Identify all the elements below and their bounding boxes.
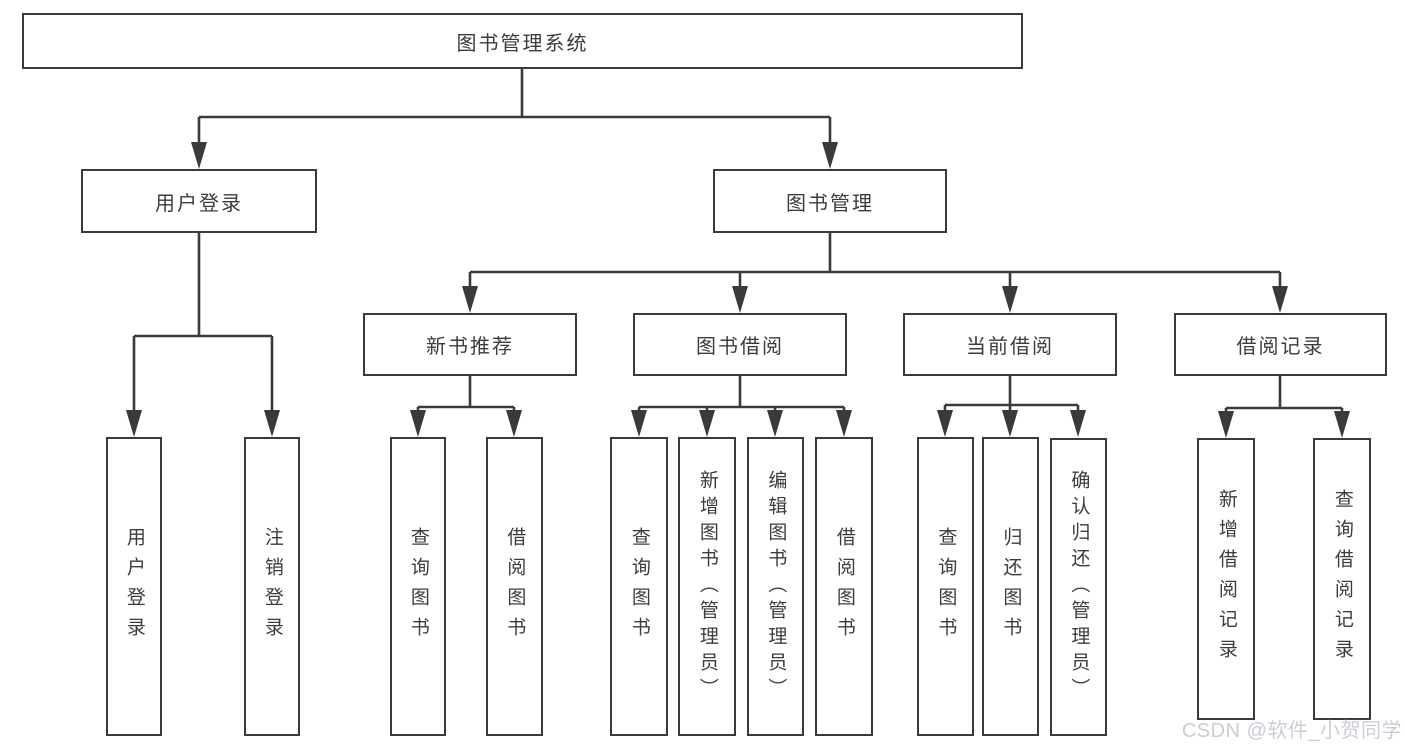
- node-leaf-logout: 注销登录: [244, 437, 300, 736]
- node-new-book-recommend-label: 新书推荐: [426, 336, 514, 358]
- node-leaf-add-book-admin: 新增图书（管理员）: [678, 437, 736, 736]
- node-new-book-recommend: 新书推荐: [363, 313, 577, 376]
- node-leaf-confirm-return-admin: 确认归还（管理员）: [1050, 438, 1107, 736]
- node-leaf-edit-book-admin-label: 编辑图书（管理员）: [765, 469, 787, 704]
- node-leaf-query-books-recommend: 查询图书: [390, 437, 446, 736]
- node-leaf-add-borrow-record: 新增借阅记录: [1197, 438, 1255, 720]
- arrowheads: [126, 142, 1350, 438]
- node-leaf-edit-book-admin: 编辑图书（管理员）: [747, 437, 804, 736]
- node-leaf-query-books-recommend-label: 查询图书: [407, 526, 429, 647]
- node-root-label: 图书管理系统: [456, 32, 589, 55]
- node-leaf-borrow-books-borrowing-label: 借阅图书: [833, 526, 855, 647]
- node-leaf-return-book-label: 归还图书: [1000, 526, 1022, 647]
- node-leaf-add-book-admin-label: 新增图书（管理员）: [696, 469, 718, 704]
- node-leaf-add-borrow-record-label: 新增借阅记录: [1215, 489, 1237, 669]
- node-leaf-confirm-return-admin-label: 确认归还（管理员）: [1068, 470, 1090, 704]
- node-leaf-query-books-borrowing: 查询图书: [610, 437, 668, 736]
- node-root: 图书管理系统: [22, 13, 1023, 69]
- node-leaf-user-login: 用户登录: [106, 437, 162, 736]
- node-leaf-query-books-current: 查询图书: [917, 437, 974, 736]
- node-book-borrowing-label: 图书借阅: [696, 336, 784, 358]
- node-leaf-return-book: 归还图书: [982, 437, 1039, 736]
- node-leaf-borrow-books-recommend-label: 借阅图书: [504, 526, 526, 647]
- node-leaf-query-books-borrowing-label: 查询图书: [628, 526, 650, 647]
- node-leaf-query-books-current-label: 查询图书: [935, 526, 957, 647]
- node-current-borrowing: 当前借阅: [903, 313, 1117, 376]
- csdn-watermark: CSDN @软件_小贺同学: [1181, 720, 1402, 742]
- node-leaf-query-borrow-record: 查询借阅记录: [1313, 438, 1371, 720]
- node-user-login-label: 用户登录: [155, 192, 243, 215]
- node-leaf-user-login-label: 用户登录: [123, 526, 145, 647]
- node-book-management-label: 图书管理: [786, 192, 874, 215]
- node-leaf-borrow-books-recommend: 借阅图书: [486, 437, 543, 736]
- node-leaf-logout-label: 注销登录: [261, 526, 283, 647]
- node-book-borrowing: 图书借阅: [633, 313, 847, 376]
- node-borrowing-records: 借阅记录: [1174, 313, 1387, 376]
- node-current-borrowing-label: 当前借阅: [966, 336, 1054, 358]
- node-book-management: 图书管理: [713, 169, 947, 233]
- node-user-login: 用户登录: [81, 169, 317, 233]
- node-borrowing-records-label: 借阅记录: [1236, 336, 1325, 358]
- node-leaf-query-borrow-record-label: 查询借阅记录: [1331, 489, 1353, 669]
- node-leaf-borrow-books-borrowing: 借阅图书: [815, 437, 873, 736]
